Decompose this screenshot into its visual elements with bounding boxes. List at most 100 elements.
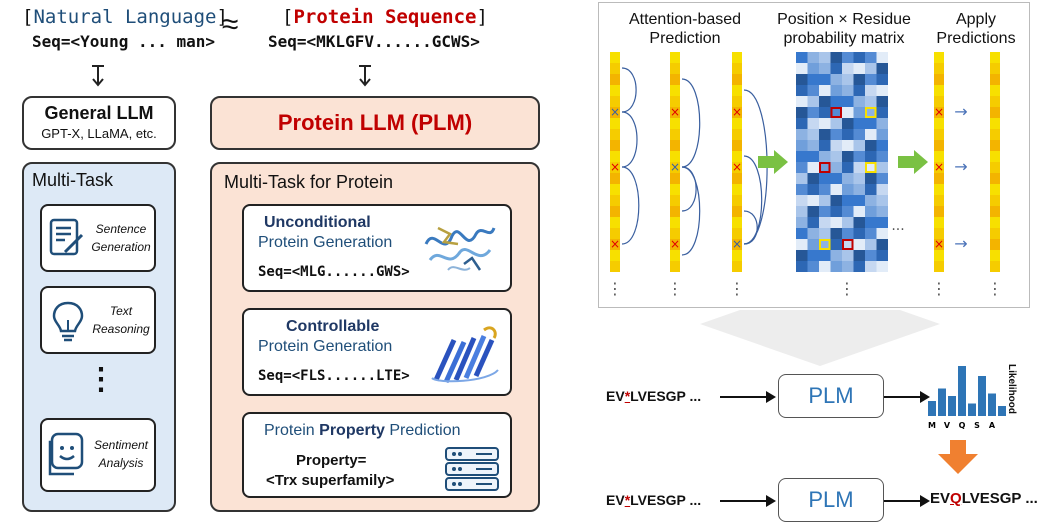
likelihood-bar: [938, 388, 946, 416]
seq-pre: EV: [606, 492, 625, 508]
matrix-cell: [819, 63, 831, 74]
multi-task-protein-title: Multi-Task for Protein: [224, 172, 394, 192]
sequence-strip-cell: [610, 261, 620, 272]
matrix-cell: [796, 184, 808, 195]
matrix-cell: [830, 217, 842, 228]
bar-letter: Q: [959, 421, 966, 430]
matrix-cell: [830, 162, 842, 173]
matrix-cell: [807, 151, 819, 162]
task-card-sentiment-analysis: Sentiment Analysis: [40, 418, 156, 492]
down-arrow-icon: [359, 65, 371, 87]
matrix-cell: [796, 261, 808, 272]
sequence-strip-cell: [670, 63, 680, 74]
matrix-cell: [819, 107, 831, 118]
attention-arc: [621, 67, 637, 113]
mask-mark: ×: [934, 237, 944, 251]
matrix-cell: [842, 195, 854, 206]
matrix-cell: [876, 261, 888, 272]
vertical-ellipsis: ⋮: [86, 363, 116, 396]
sequence-strip-cell: [610, 228, 620, 239]
matrix-cell: [876, 107, 888, 118]
matrix-cell: [842, 85, 854, 96]
matrix-cell: [819, 96, 831, 107]
sequence-strip-cell: [934, 261, 944, 272]
matrix-cell: [876, 129, 888, 140]
matrix-cell: [865, 129, 877, 140]
matrix-cell: [853, 162, 865, 173]
matrix-cell: [819, 140, 831, 151]
sequence-strip-cell: [610, 140, 620, 151]
matrix-cell: [853, 140, 865, 151]
matrix-cell: [830, 107, 842, 118]
matrix-cell: [876, 96, 888, 107]
label-line: Predictions: [936, 30, 1016, 47]
label-line: Prediction: [649, 30, 721, 47]
attention-panel: [598, 2, 1030, 308]
general-llm-subtitle: GPT-X, LLaMA, etc.: [41, 126, 157, 141]
bracket-close: ]: [476, 6, 488, 28]
seq-post: LVESGP ...: [630, 388, 702, 404]
matrix-cell: [807, 250, 819, 261]
property-value: <Trx superfamily>: [266, 472, 395, 489]
matrix-cell: [807, 195, 819, 206]
sequence-strip-cell: [990, 107, 1000, 118]
matrix-cell: [819, 250, 831, 261]
arrow-right-icon: [720, 495, 776, 507]
matrix-cell: [819, 206, 831, 217]
matrix-cell: [807, 85, 819, 96]
sequence-strip-cell: [990, 96, 1000, 107]
matrix-cell: [853, 261, 865, 272]
label-line: Attention-based: [628, 11, 742, 28]
label-probability-matrix: Position × Residue probability matrix: [766, 10, 922, 48]
matrix-cell: [865, 140, 877, 151]
sequence-strip-cell: [934, 195, 944, 206]
sequence-strip-cell: [670, 239, 680, 250]
sequence-strip-cell: [990, 206, 1000, 217]
sequence-strip-cell: [934, 129, 944, 140]
protein-sequence-header: [Protein Sequence]: [282, 6, 488, 28]
sequence-strip-cell: [732, 184, 742, 195]
attention-arc: [621, 111, 638, 168]
matrix-cell: [876, 217, 888, 228]
vertical-dots: ⋮: [987, 279, 1003, 298]
matrix-cell: [819, 162, 831, 173]
sequence-strip-cell: [732, 85, 742, 96]
matrix-cell: [853, 228, 865, 239]
sequence-strip-cell: [990, 173, 1000, 184]
matrix-cell: [830, 74, 842, 85]
matrix-cell: [876, 195, 888, 206]
matrix-cell: [819, 261, 831, 272]
card-seq: Seq=<MLG......GWS>: [258, 264, 410, 280]
mask-mark: ×: [670, 237, 680, 251]
matrix-cell: [807, 239, 819, 250]
sequence-strip-cell: [990, 239, 1000, 250]
matrix-cell: [842, 107, 854, 118]
sequence-strip-cell: [670, 173, 680, 184]
matrix-cell: [819, 151, 831, 162]
arrow-right-icon: [720, 391, 776, 403]
sequence-strip-cell: [732, 151, 742, 162]
matrix-cell: [830, 63, 842, 74]
card-seq: Seq=<FLS......LTE>: [258, 368, 410, 384]
sequence-strip-cell: [732, 162, 742, 173]
matrix-cell: [876, 206, 888, 217]
matrix-cell: [819, 52, 831, 63]
likelihood-bar: [998, 406, 1006, 416]
general-llm-box: General LLM GPT-X, LLaMA, etc.: [22, 96, 176, 150]
matrix-cell: [796, 52, 808, 63]
matrix-cell: [876, 239, 888, 250]
sequence-strip-cell: [732, 195, 742, 206]
matrix-cell: [807, 129, 819, 140]
sequence-strip-cell: [934, 96, 944, 107]
sequence-strip-cell: [670, 85, 680, 96]
mask-mark: ×: [934, 105, 944, 119]
input-seq-row1: EV*LVESGP ...: [606, 388, 701, 404]
mask-mark: ×: [732, 237, 742, 251]
sequence-strip-cell: [610, 250, 620, 261]
matrix-cell: [865, 206, 877, 217]
sequence-strip-cell: [670, 52, 680, 63]
matrix-cell: [819, 217, 831, 228]
matrix-cell: [830, 118, 842, 129]
matrix-cell: [853, 217, 865, 228]
matrix-cell: [842, 52, 854, 63]
